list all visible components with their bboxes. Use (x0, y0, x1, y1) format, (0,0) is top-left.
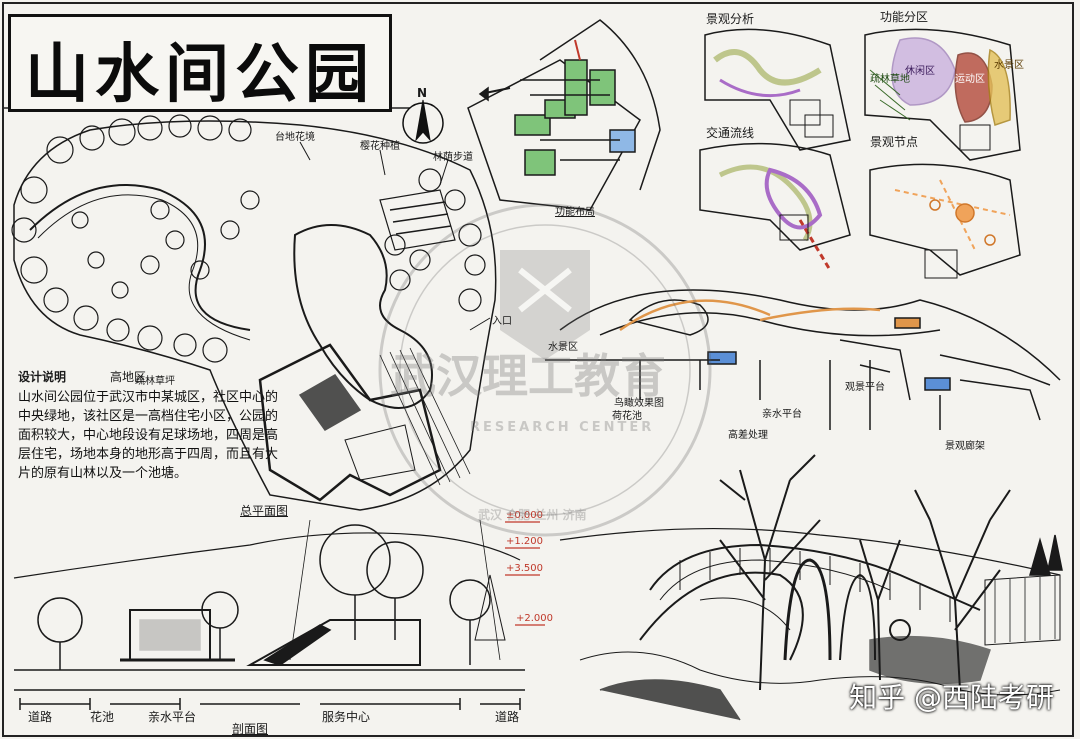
watermark-emblem (378, 203, 712, 537)
watermark-sub: RESEARCH CENTER (470, 420, 655, 435)
watermark-cities: 武汉 合肥 兰州 济南 (478, 508, 587, 522)
plan-label-terrace: 台地花境 (275, 132, 315, 143)
elevation-3: +2.000 (516, 613, 554, 624)
description-heading: 设计说明 (18, 370, 67, 384)
waterfront-detail (545, 289, 1061, 430)
section-label-planter: 花池 (90, 710, 115, 724)
analysis-landscape-title: 景观分析 (706, 12, 755, 26)
entrance-detail-plan (467, 19, 661, 211)
analysis-traffic-title: 交通流线 (706, 126, 755, 140)
perspective-title: 鸟瞰效果图 (614, 398, 664, 409)
section-label-road-left: 道路 (28, 710, 53, 724)
elevation-0: ±0.000 (506, 510, 544, 521)
elevation-2: +3.500 (506, 563, 544, 574)
zone-label-leisure: 休闲区 (905, 66, 935, 77)
analysis-functional-title: 功能分区 (880, 10, 929, 24)
zone-label-water: 水景区 (994, 60, 1024, 71)
section-label-platform: 亲水平台 (148, 710, 197, 724)
description-body: 山水间公园位于武汉市中某城区，社区中心的中央绿地，该社区是一高档住宅小区，公园的… (18, 390, 279, 481)
watermark-credit: 知乎 @西陆考研 (849, 681, 1054, 714)
plan-title: 总平面图 (240, 504, 289, 518)
plan-label-lawn: 疏林草坪 (135, 376, 175, 387)
north-arrow (402, 99, 444, 144)
tag-platform: 亲水平台 (762, 409, 802, 420)
zone-label-sport: 运动区 (955, 74, 985, 85)
section-label-service: 服务中心 (322, 710, 371, 724)
section-title: 剖面图 (232, 722, 269, 736)
section-drawing (13, 519, 545, 710)
description-subheading: 高地区 (110, 370, 147, 384)
plan-label-entrance: 入口 (492, 316, 512, 327)
north-label: N (417, 86, 428, 100)
analysis-diagrams (699, 28, 1021, 279)
tag-grade-change: 高差处理 (728, 430, 768, 441)
watermark-brand: 武汉理工教育 (390, 349, 666, 403)
zone-label-woodland: 疏林草地 (870, 74, 910, 85)
section-label-road-right: 道路 (495, 710, 520, 724)
page-title: 山水间公园 (25, 37, 375, 112)
perspective-sketch (559, 454, 1063, 721)
tag-pergola: 景观廊架 (945, 441, 985, 452)
plan-label-cherry: 樱花种植 (360, 141, 400, 152)
tag-water-zone: 水景区 (548, 342, 578, 353)
title-box: 山水间公园 (8, 14, 392, 112)
analysis-node-title: 景观节点 (870, 135, 919, 149)
elevation-1: +1.200 (506, 536, 544, 547)
tag-viewing-deck: 观景平台 (845, 382, 885, 393)
plan-label-walkway: 林荫步道 (433, 152, 473, 163)
detail-functional-layout: 功能布局 (555, 207, 595, 218)
master-plan (11, 114, 497, 511)
tag-lotus-pond: 荷花池 (612, 411, 642, 422)
